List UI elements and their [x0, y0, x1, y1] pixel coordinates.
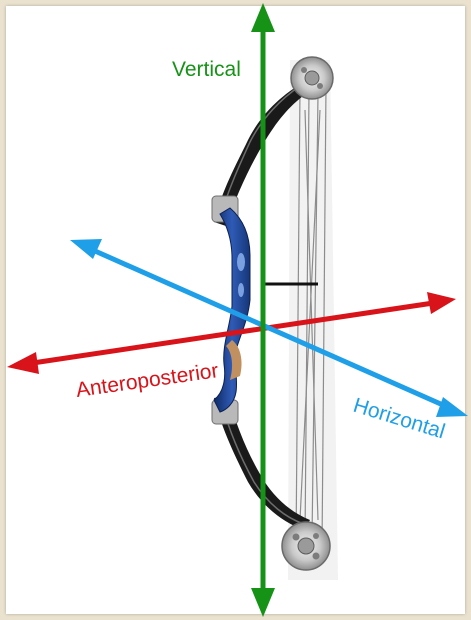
- anteroposterior-arrowhead-right: [427, 292, 456, 314]
- vertical-axis-label: Vertical: [172, 58, 241, 81]
- anteroposterior-arrowhead-left: [7, 352, 39, 374]
- horizontal-arrowhead-left: [70, 239, 102, 259]
- top-cam: [291, 57, 333, 99]
- vertical-axis: [251, 3, 275, 617]
- riser-cutout: [238, 283, 244, 297]
- vertical-arrowhead-bottom: [251, 588, 275, 617]
- vertical-arrowhead-top: [251, 3, 275, 32]
- bottom-cam: [282, 522, 330, 570]
- horizontal-arrowhead-right: [436, 397, 468, 417]
- riser-cutout: [237, 253, 245, 271]
- anteroposterior-axis-label: Anteroposterior: [74, 359, 219, 402]
